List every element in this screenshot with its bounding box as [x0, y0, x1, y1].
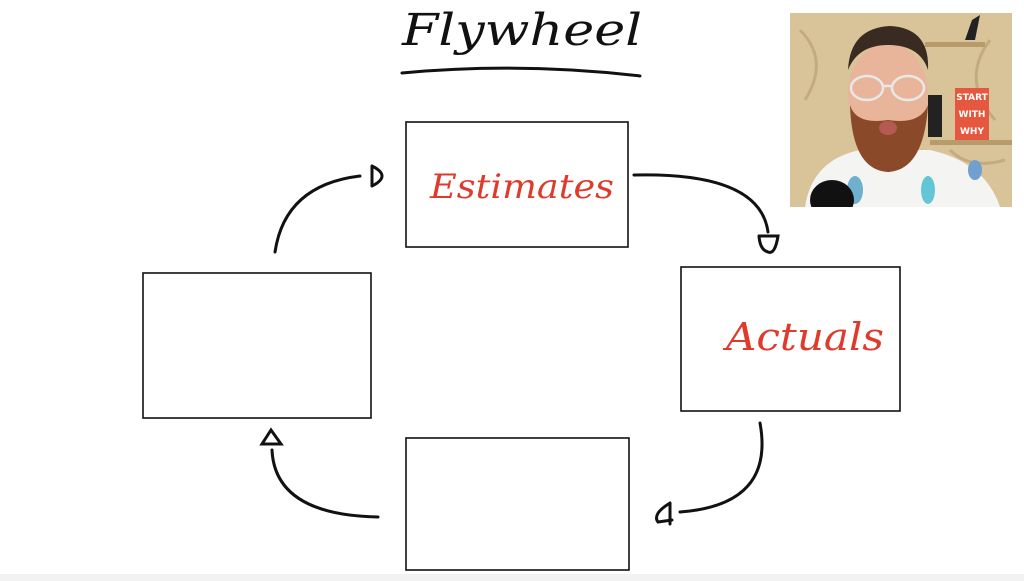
- arrow-bottom-to-left: [259, 427, 380, 519]
- microphone: [810, 180, 854, 207]
- arrow-right-to-bottom: [655, 421, 764, 526]
- book-title: START: [956, 93, 988, 103]
- svg-text:WHY: WHY: [960, 127, 984, 137]
- bottom-strip: [0, 574, 1024, 581]
- arrow-left-to-top: [273, 164, 384, 254]
- diagram-title: Flywheel: [401, 5, 642, 56]
- box-left: [142, 272, 372, 419]
- glasses: [849, 74, 926, 102]
- book: START WITH WHY: [955, 88, 989, 140]
- svg-text:WITH: WITH: [959, 110, 986, 120]
- box-top: Estimates: [405, 121, 629, 248]
- title-underline: [400, 66, 642, 78]
- hair: [848, 26, 929, 70]
- box-label-actuals: Actuals: [723, 315, 884, 359]
- box-right: Actuals: [680, 266, 901, 412]
- box-bottom: [405, 437, 630, 571]
- arrow-top-to-right: [632, 173, 780, 254]
- beard: [850, 105, 928, 172]
- shelf: [925, 42, 985, 47]
- box-label-estimates: Estimates: [429, 167, 614, 207]
